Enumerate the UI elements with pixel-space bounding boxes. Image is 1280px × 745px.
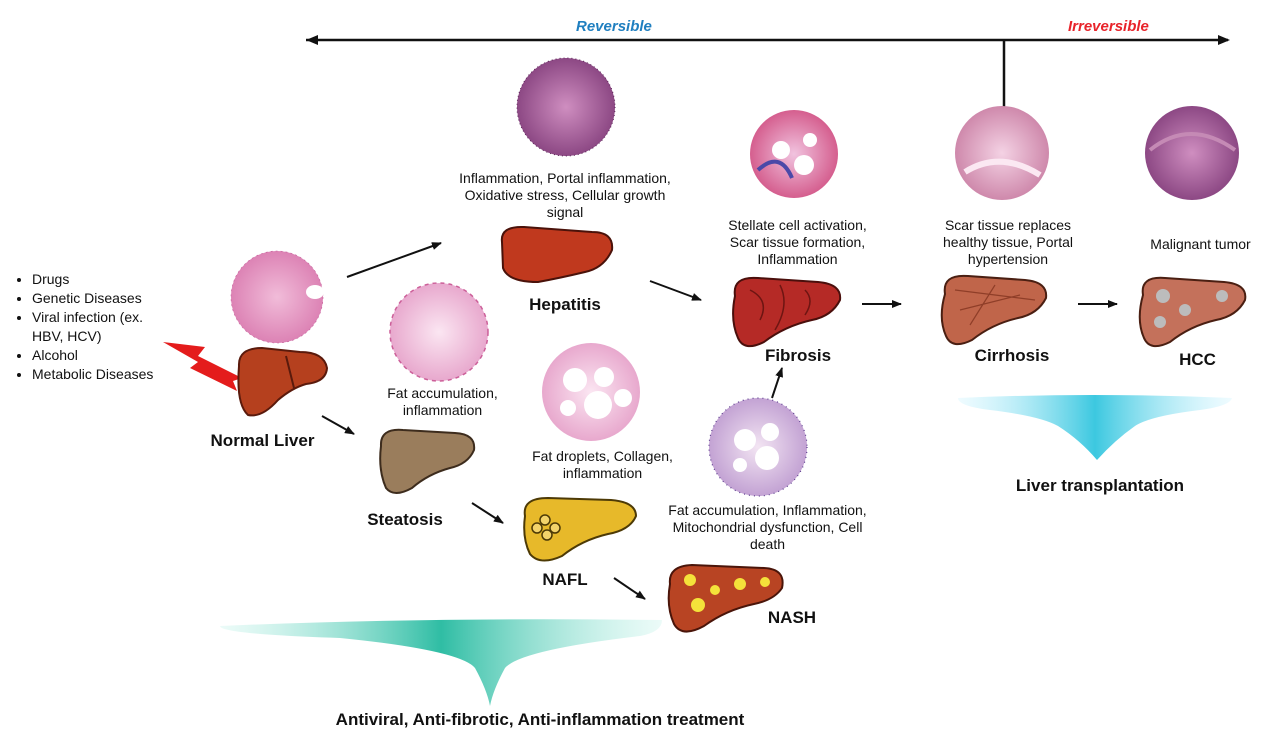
label-fibrosis: Fibrosis xyxy=(764,346,832,365)
progression-arrows xyxy=(321,242,1118,600)
cause-item: Alcohol xyxy=(32,346,167,365)
description-steatosis: Fat accumulation, inflammation xyxy=(387,385,498,418)
arrow-hepatitis-to-fibrosis xyxy=(649,280,702,301)
histology-normal xyxy=(230,250,324,344)
arrow-nafl-to-nash xyxy=(613,577,646,600)
histology-fibrosis xyxy=(750,110,838,198)
liver-icon-fibrosis xyxy=(732,276,842,348)
cause-item: Drugs xyxy=(32,270,167,289)
reversible-label: Reversible xyxy=(576,18,652,35)
label-nash: NASH xyxy=(767,608,817,627)
cause-item: Metabolic Diseases xyxy=(32,365,167,384)
description-hcc: Malignant tumor xyxy=(1150,236,1251,252)
liver-icon-steatosis xyxy=(379,428,476,494)
label-hepatitis: Hepatitis xyxy=(529,295,601,314)
histology-cirrhosis xyxy=(955,106,1049,200)
treatment-irreversible-label: Liver transplantation xyxy=(1015,476,1185,495)
label-normal-liver: Normal Liver xyxy=(210,431,315,450)
cause-item: Genetic Diseases xyxy=(32,289,167,308)
treatment-reversible-label: Antiviral, Anti-fibrotic, Anti-inflammat… xyxy=(335,710,745,729)
causes-list: Drugs Genetic Diseases Viral infection (… xyxy=(10,270,167,384)
treatment-funnel-reversible xyxy=(220,619,662,706)
histology-steatosis xyxy=(389,282,489,382)
liver-icon-nafl xyxy=(523,496,638,562)
lightning-bolt-icon xyxy=(163,342,242,391)
description-hepatitis: Inflammation, Portal inflammation, Oxida… xyxy=(459,170,671,220)
treatment-funnel-irreversible xyxy=(958,395,1232,460)
liver-icon-hcc xyxy=(1138,276,1247,348)
label-steatosis: Steatosis xyxy=(367,510,443,529)
histology-hcc xyxy=(1145,106,1239,200)
liver-icon-cirrhosis xyxy=(940,274,1048,346)
liver-icon-hepatitis xyxy=(500,225,614,284)
description-nash: Fat accumulation, Inflammation, Mitochon… xyxy=(668,502,867,552)
histology-nash xyxy=(708,397,808,497)
arrow-normal-to-steatosis xyxy=(321,415,355,435)
arrow-steatosis-to-nafl xyxy=(471,502,504,524)
cause-item: Viral infection (ex. HBV, HCV) xyxy=(32,308,167,346)
label-cirrhosis: Cirrhosis xyxy=(974,346,1050,365)
histology-nafl xyxy=(542,343,640,441)
timeline-arrow-left xyxy=(306,35,318,45)
histology-hepatitis xyxy=(516,57,616,157)
description-fibrosis: Stellate cell activation, Scar tissue fo… xyxy=(728,217,867,267)
label-nafl: NAFL xyxy=(542,570,588,589)
timeline xyxy=(306,35,1230,108)
description-cirrhosis: Scar tissue replaces healthy tissue, Por… xyxy=(943,217,1073,267)
description-nafl: Fat droplets, Collagen, inflammation xyxy=(532,448,673,481)
irreversible-label: Irreversible xyxy=(1068,18,1149,35)
liver-icon-nash xyxy=(667,563,784,633)
timeline-arrow-right xyxy=(1218,35,1230,45)
arrow-nash-to-fibrosis xyxy=(771,367,783,399)
label-hcc: HCC xyxy=(1179,350,1216,369)
liver-icon-normal xyxy=(237,346,329,417)
arrow-normal-to-hepatitis xyxy=(346,242,442,278)
